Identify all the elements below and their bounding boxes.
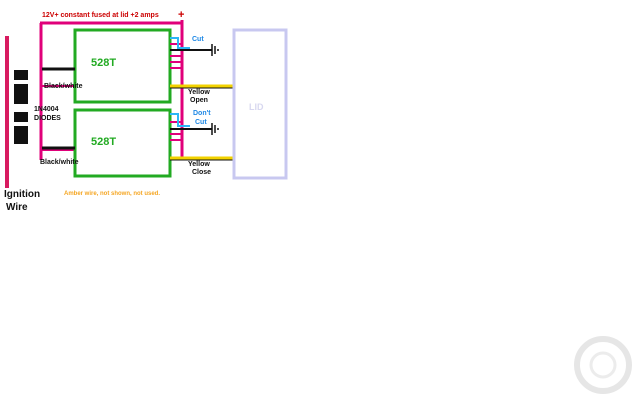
dont-cut-label-2: Cut [195,119,207,126]
relay-bottom-pins [170,121,182,141]
relay-top-label: 528T [91,57,117,69]
lid-box [232,28,288,180]
diode-icon [14,70,28,104]
yellow-open-label-2: Open [190,97,208,104]
dont-cut-label-1: Don't [193,110,211,117]
yellow-close-wire [170,156,234,161]
yellow-close-label-2: Close [192,169,212,176]
yellow-open-label-1: Yellow [188,89,210,96]
cut-wire [170,37,190,49]
amber-note: Amber wire, not shown, not used. [64,191,161,197]
yellow-open-wire [170,84,234,89]
diode-icon [14,112,28,144]
relay-top-box [73,28,172,104]
ground-icon [211,123,219,135]
watermark-logo [574,336,632,394]
ground-icon [211,44,219,56]
power-note: 12V+ constant fused at lid +2 amps [42,12,159,19]
lid-label: LID [249,102,264,112]
dont-cut-wire [170,113,190,127]
ignition-label-2: Wire [6,202,28,213]
cut-label: Cut [192,36,204,43]
plus-sign: + [178,9,185,21]
relay-bottom-label: 528T [91,136,117,148]
diodes-label-2: DIODES [34,115,61,122]
diodes-label-1: 1N4004 [34,106,59,113]
relay-top-pins [170,43,182,69]
relay-bottom-box [73,108,172,178]
yellow-close-label-1: Yellow [188,161,210,168]
black-white-top-label: Black/white [44,83,83,90]
ignition-label-1: Ignition [4,189,41,200]
black-white-bottom-label: Black/white [40,159,79,166]
ignition-wire [5,36,9,188]
